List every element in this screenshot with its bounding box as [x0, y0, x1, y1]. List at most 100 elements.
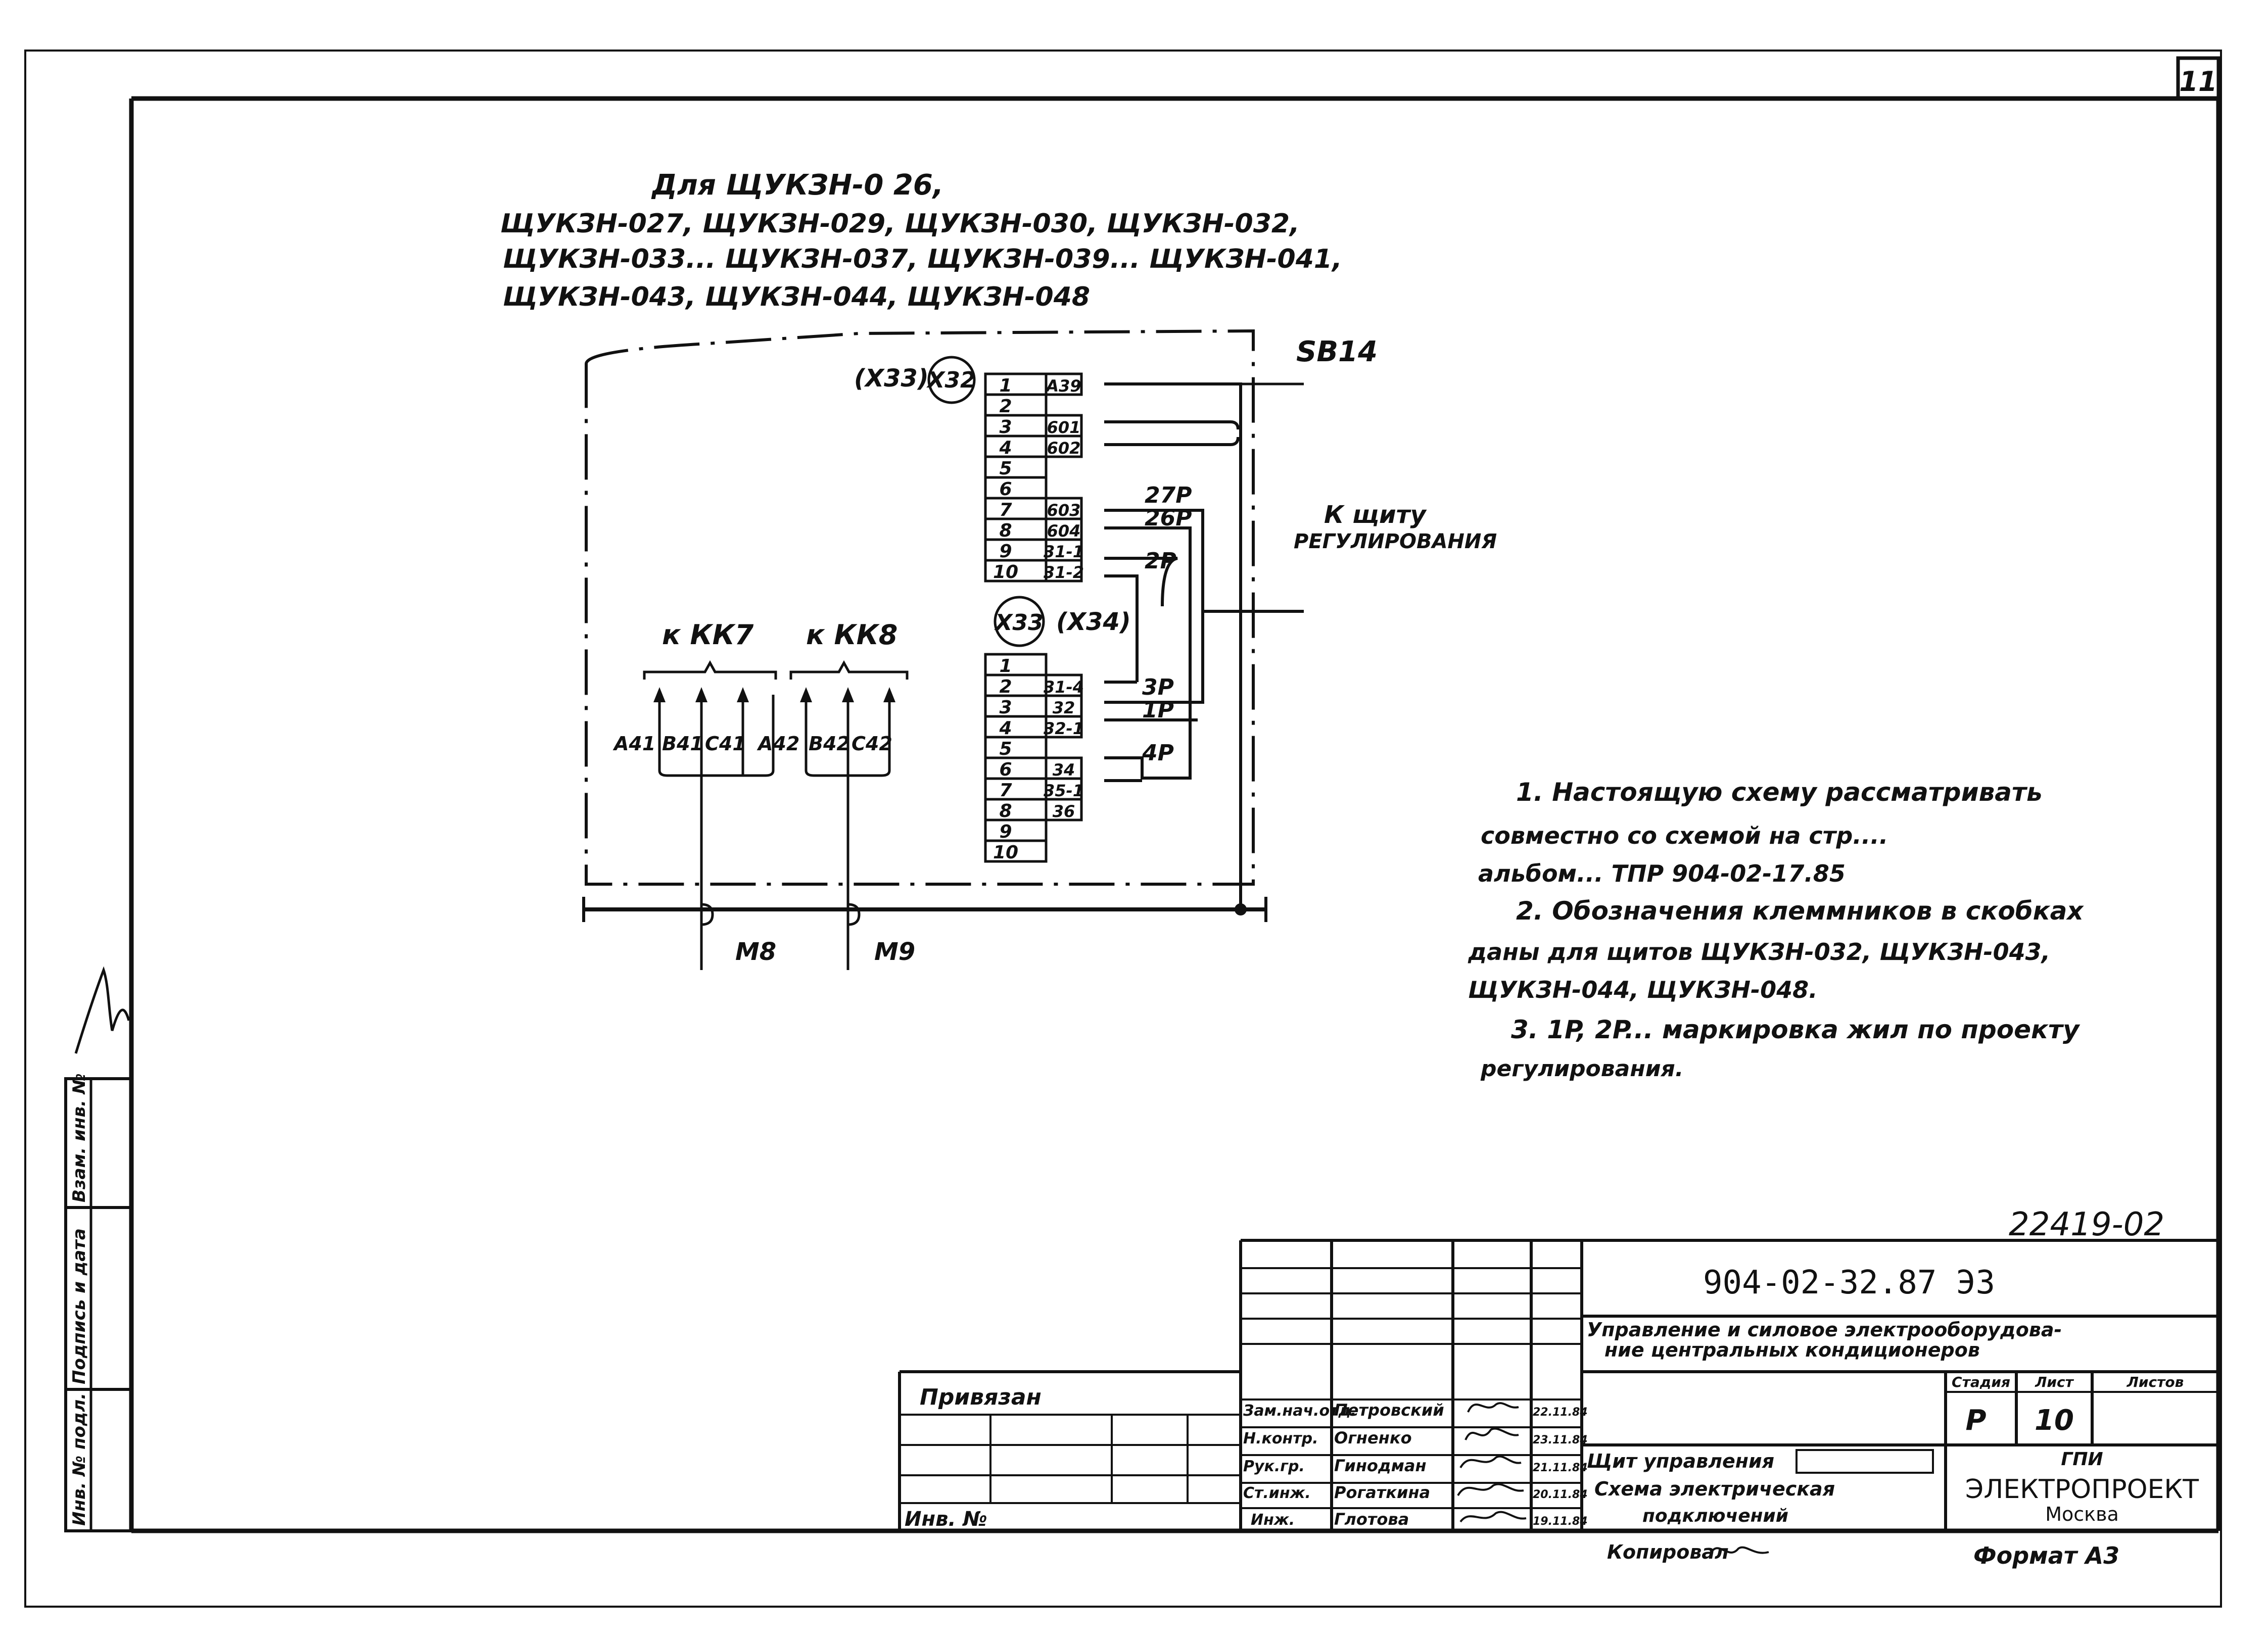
x32-wire-3: 601: [1047, 418, 1081, 437]
svg-text:Рогаткина: Рогаткина: [1334, 1483, 1430, 1502]
cable-mark-26p: 26P: [1145, 505, 1192, 531]
x32-terminal-5: 5: [999, 458, 1012, 479]
sheet-number-box: [2176, 56, 2220, 101]
svg-text:Глотова: Глотова: [1334, 1510, 1409, 1529]
group-kk7-label: к КК7: [662, 619, 754, 651]
x32-terminal-8: 8: [999, 520, 1012, 541]
svg-text:23.11.84: 23.11.84: [1533, 1434, 1588, 1446]
svg-text:Гинодман: Гинодман: [1334, 1456, 1427, 1475]
x32-terminal-10: 10: [993, 562, 1018, 583]
drawing-title-3: подключений: [1642, 1506, 1788, 1526]
org-line3: Москва: [2045, 1503, 2119, 1525]
project-title-1: Управление и силовое электрооборудова-: [1587, 1319, 2062, 1341]
x33-wire-4: 32-1: [1044, 719, 1084, 738]
x33-terminal-1: 1: [999, 656, 1012, 677]
x33-wiring: [1104, 611, 1204, 782]
svg-text:2. Обозначения клеммников в: 2. Обозначения клеммников в скобках: [1516, 896, 2084, 926]
handwritten-signatures: [1457, 1402, 1527, 1523]
svg-text:ЩУКЗН-044, ЩУКЗН-048.: ЩУКЗН-044, ЩУКЗН-048.: [1468, 976, 1818, 1003]
drawing-title-2: Схема электрическая: [1594, 1478, 1835, 1500]
svg-text:Рук.гр.: Рук.гр.: [1243, 1458, 1305, 1475]
x33-terminal-4: 4: [999, 718, 1012, 739]
doc-code: 904-02-32.87 ЭЗ: [1703, 1264, 1995, 1301]
inv-no-label: Инв. №: [905, 1508, 987, 1531]
x33-label: X33: [994, 610, 1043, 636]
kk8-wires: [805, 695, 891, 970]
svg-text:совместно со схемой на стр: совместно со схемой на стр....: [1481, 822, 1888, 849]
svg-text:альбом... ТПР 904-02-17.85: альбом... ТПР 904-02-17.85: [1478, 860, 1846, 887]
x32-terminal-7: 7: [999, 500, 1012, 520]
x33-terminal-8: 8: [999, 801, 1012, 822]
strip-label-vzam: Взам. инв. №: [69, 1073, 89, 1202]
x33-cell-9: [984, 818, 1048, 842]
cable-mark-2p: 2P: [1145, 548, 1176, 574]
svg-text:регулирования.: регулирования.: [1480, 1056, 1684, 1082]
x32-wire-9: 31-1: [1044, 542, 1084, 561]
kk7-arrows: [653, 687, 749, 702]
cable-mark-1p: 1P: [1142, 697, 1174, 723]
x33-terminal-7: 7: [999, 780, 1012, 801]
x32-cell-5: [984, 455, 1048, 479]
kk8-arrows: [800, 687, 895, 702]
kk7-wire-c41: C41: [705, 733, 746, 755]
org-line1: ГПИ: [2061, 1449, 2103, 1470]
svg-text:ЩУКЗН-027, ЩУКЗН-029, ЩУКЗН-03: ЩУКЗН-027, ЩУКЗН-029, ЩУКЗН-030, ЩУКЗН-0…: [500, 209, 1300, 239]
x32-wire-8: 604: [1047, 521, 1081, 541]
to-panel-line2: РЕГУЛИРОВАНИЯ: [1294, 530, 1497, 553]
svg-text:Ст.инж.: Ст.инж.: [1243, 1484, 1311, 1502]
svg-text:ЩУКЗН-033... ЩУКЗН-037, ЩУКЗН: ЩУКЗН-033... ЩУКЗН-037, ЩУКЗН-039... ЩУК…: [503, 244, 1342, 274]
kk8-wire-a42: A42: [757, 733, 799, 755]
kk7-brace: [643, 660, 777, 680]
org-line2: ЭЛЕКТРОПРОЕКТ: [1965, 1474, 2199, 1505]
panel-enclosure: [585, 329, 1255, 886]
x33-cell-7: [984, 777, 1048, 801]
x32-terminal-2: 2: [999, 396, 1012, 417]
x32-terminal-6: 6: [999, 479, 1012, 500]
x33-cell-6: [984, 756, 1048, 780]
kk7-wire-b41: B41: [662, 733, 703, 755]
svg-text:Для ЩУКЗН-0 26,: Для ЩУКЗН-0 26,: [651, 169, 943, 202]
sheet-number: 11: [2179, 66, 2217, 98]
x33-cell-4: [984, 715, 1048, 739]
heading: Для ЩУКЗН-0 26, ЩУКЗН-027, ЩУКЗН-029, ЩУ…: [500, 169, 1342, 312]
x32-wire-4: 602: [1047, 439, 1081, 458]
kk7-wire-a41: A41: [612, 733, 655, 755]
svg-text:Петровский: Петровский: [1334, 1401, 1444, 1420]
linked-label: Привязан: [920, 1384, 1042, 1410]
svg-text:21.11.84: 21.11.84: [1533, 1462, 1588, 1474]
x33-cell-10: [984, 839, 1048, 863]
x32-wire-cell-10: [1045, 559, 1083, 583]
copied-signature: [1710, 1546, 1769, 1555]
x33-alt-label: (X34): [1056, 608, 1131, 636]
x32-label-text: X32: [926, 367, 975, 393]
svg-text:22.11.84: 22.11.84: [1533, 1406, 1588, 1419]
svg-text:даны для щитов ЩУКЗН-032,: даны для щитов ЩУКЗН-032, ЩУКЗН-043,: [1468, 938, 2050, 966]
x33-terminal-2: 2: [999, 677, 1012, 697]
inventory-number: 22419-02: [2009, 1206, 2164, 1243]
stage-header: Стадия: [1952, 1374, 2010, 1390]
x32-wire-1: A39: [1045, 376, 1081, 396]
x32-alt-label: (X33): [854, 364, 929, 393]
x32-cell-2: [984, 393, 1048, 417]
x32-terminal-3: 3: [999, 417, 1012, 438]
x32-wire-10: 31-2: [1044, 563, 1084, 582]
motor-m8: M8: [735, 938, 776, 966]
group-kk8-label: к КК8: [806, 619, 897, 651]
x33-terminal-6: 6: [999, 759, 1012, 780]
notes: 1. Настоящую схему рассматривать совмест…: [1468, 778, 2084, 1082]
x33-terminal-10: 10: [993, 842, 1018, 863]
bus-line: [582, 897, 1267, 922]
x32-circle: [927, 356, 976, 404]
svg-text:20.11.84: 20.11.84: [1533, 1488, 1588, 1501]
copied-label: Копировал: [1607, 1541, 1729, 1563]
x33-cell-1: [984, 653, 1048, 677]
svg-text:3. 1P, 2P... маркировка жил: 3. 1P, 2P... маркировка жил по проекту: [1511, 1015, 2081, 1044]
sheets-header: Листов: [2127, 1374, 2184, 1390]
sheet-value: 10: [2035, 1404, 2074, 1437]
x32-terminal-4: 4: [999, 438, 1012, 458]
x33-wire-2: 31-4: [1044, 678, 1084, 697]
x33-cell-2: [984, 673, 1048, 697]
kk8-wire-c42: C42: [852, 733, 892, 755]
